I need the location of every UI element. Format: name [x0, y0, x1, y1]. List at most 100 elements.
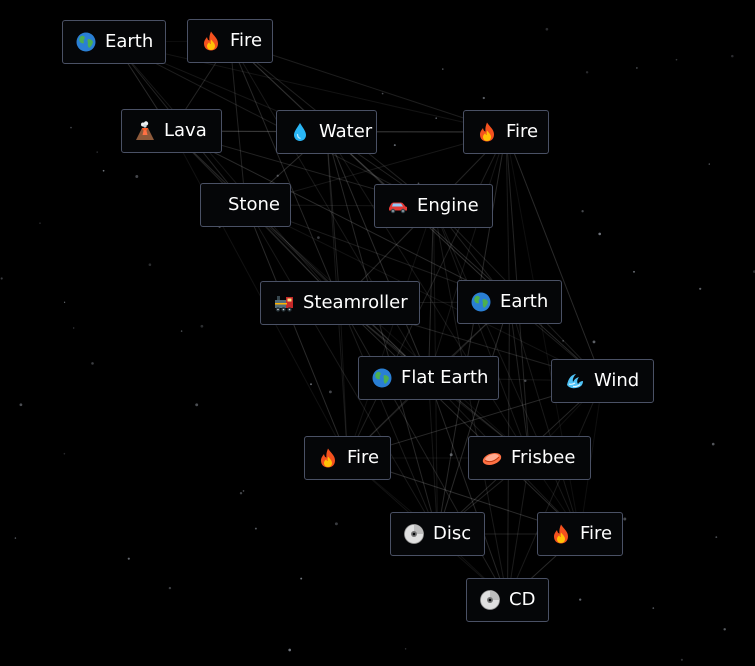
star [731, 54, 734, 58]
car-icon [387, 195, 409, 217]
water-drop-icon [289, 121, 311, 143]
element-wind[interactable]: Wind [551, 359, 654, 403]
element-steamroller[interactable]: Steamroller [260, 281, 420, 325]
star [200, 324, 204, 328]
recipe-link [326, 131, 341, 304]
star [96, 151, 98, 153]
star [195, 403, 199, 407]
element-flat-earth[interactable]: Flat Earth [358, 356, 499, 400]
recipe-link [229, 40, 507, 133]
recipe-link [171, 130, 429, 379]
element-water[interactable]: Water [276, 110, 377, 154]
recipe-link [245, 204, 530, 459]
star [180, 330, 183, 332]
recipe-link [245, 204, 603, 382]
recipe-link [428, 131, 507, 379]
element-engine[interactable]: Engine [374, 184, 493, 228]
element-lava[interactable]: Lava [121, 109, 222, 153]
element-fire[interactable]: Fire [304, 436, 391, 480]
element-label: Stone [228, 194, 280, 215]
element-label: Fire [506, 121, 539, 142]
fire-icon [550, 523, 572, 545]
disc-icon [403, 523, 425, 545]
recipe-link [229, 40, 341, 304]
star [102, 169, 105, 172]
star [598, 232, 602, 236]
element-label: Disc [433, 523, 472, 544]
recipe-link [437, 131, 507, 535]
star [127, 557, 130, 560]
recipe-link [113, 41, 341, 304]
star [723, 628, 726, 631]
recipe-link [326, 131, 530, 459]
element-stone[interactable]: Stone [200, 183, 291, 227]
element-label: Wind [594, 370, 640, 391]
fire-icon [317, 447, 339, 469]
star [699, 287, 702, 290]
recipe-link [509, 301, 581, 535]
element-label: Frisbee [511, 447, 576, 468]
recipe-link [171, 130, 510, 303]
earth-icon [75, 31, 97, 53]
star [652, 607, 655, 609]
recipe-link [245, 204, 348, 459]
star [14, 537, 17, 539]
earth-icon [371, 367, 393, 389]
element-frisbee[interactable]: Frisbee [468, 436, 591, 480]
fire-icon [476, 121, 498, 143]
element-fire[interactable]: Fire [537, 512, 623, 556]
star [585, 71, 589, 74]
element-label: CD [509, 589, 536, 610]
element-disc[interactable]: Disc [390, 512, 485, 556]
element-label: Fire [230, 30, 263, 51]
star [73, 327, 75, 329]
recipe-link [113, 41, 434, 207]
element-fire[interactable]: Fire [463, 110, 549, 154]
star [562, 340, 564, 342]
element-label: Water [319, 121, 373, 142]
star [381, 92, 384, 95]
recipe-link [507, 457, 530, 601]
recipe-link [437, 301, 510, 535]
disc-icon [479, 589, 501, 611]
recipe-link [579, 380, 603, 535]
frisbee-icon [481, 447, 503, 469]
element-cd[interactable]: CD [466, 578, 549, 622]
star [254, 527, 257, 530]
recipe-link [326, 131, 429, 379]
element-label: Earth [500, 291, 549, 312]
recipe-link [428, 205, 434, 379]
recipe-link [339, 302, 438, 535]
recipe-link [347, 205, 434, 459]
star [449, 453, 453, 457]
star [239, 491, 243, 495]
star [317, 236, 320, 239]
recipe-link [433, 205, 530, 459]
element-label: Earth [105, 31, 154, 52]
star [623, 517, 627, 521]
star [288, 648, 292, 652]
star [328, 390, 332, 394]
star [310, 383, 312, 386]
recipe-link [505, 131, 603, 382]
star [715, 536, 718, 539]
star [680, 658, 683, 661]
star [300, 577, 303, 580]
earth-icon [470, 291, 492, 313]
element-fire[interactable]: Fire [187, 19, 273, 63]
star [242, 490, 245, 492]
recipe-link [509, 301, 530, 459]
star [524, 379, 527, 383]
recipe-link [428, 377, 508, 601]
star [711, 442, 715, 446]
wind-icon [564, 370, 586, 392]
element-earth[interactable]: Earth [62, 20, 166, 64]
star [545, 27, 549, 31]
element-label: Engine [417, 195, 479, 216]
recipe-link [433, 205, 508, 601]
element-earth[interactable]: Earth [457, 280, 562, 324]
element-label: Lava [164, 120, 207, 141]
recipe-link [326, 131, 438, 535]
